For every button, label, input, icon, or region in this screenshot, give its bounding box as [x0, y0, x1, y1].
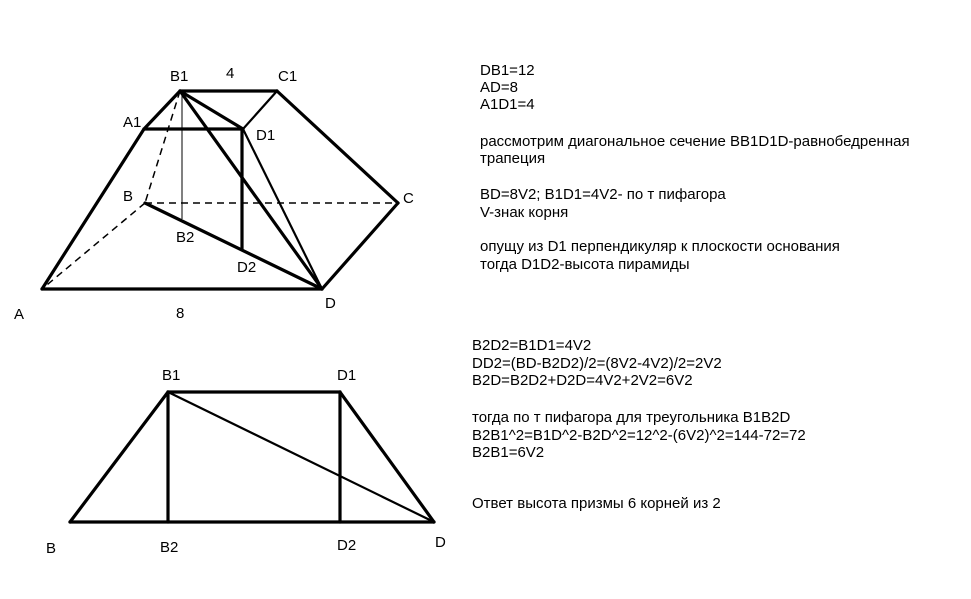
- text-line: V-знак корня: [480, 204, 568, 221]
- label-B2: B2: [160, 539, 178, 556]
- text-line: B2D=B2D2+D2D=4V2+2V2=6V2: [472, 372, 693, 389]
- label-bottom-edge: 8: [176, 305, 184, 322]
- text-line: опущу из D1 перпендикуляр к плоскости ос…: [480, 238, 840, 255]
- edge-D1-D: [338, 390, 436, 524]
- label-D2: D2: [237, 259, 256, 276]
- text-line: B2D2=B1D1=4V2: [472, 337, 591, 354]
- text-line: тогда D1D2-высота пирамиды: [480, 256, 690, 273]
- edge-B-A: [41, 202, 146, 290]
- text-line: DD2=(BD-B2D2)/2=(8V2-4V2)/2=2V2: [472, 355, 722, 372]
- label-B: B: [123, 188, 133, 205]
- label-C: C: [403, 190, 414, 207]
- diagonal-B1-D: [166, 390, 436, 524]
- solution-part2: B2D2=B1D1=4V2 DD2=(BD-B2D2)/2=(8V2-4V2)/…: [472, 337, 806, 512]
- diagonal-B-D: [143, 201, 324, 291]
- label-B1: B1: [162, 367, 180, 384]
- text-line: трапеция: [480, 150, 545, 167]
- label-A1: A1: [123, 114, 141, 131]
- text-line: B2B1=6V2: [472, 444, 544, 461]
- label-D: D: [435, 534, 446, 551]
- trapezoid-diagram: B1 D1 B B2 D2 D: [46, 367, 446, 557]
- text-line: AD=8: [480, 79, 518, 96]
- diagonal-B1-D1: [178, 89, 245, 131]
- edge-A1-B1: [142, 89, 182, 131]
- frustum-diagram: B1 4 C1 A1 D1 B C B2 D2 A 8 D: [14, 65, 414, 323]
- text-line: BD=8V2; B1D1=4V2- по т пифагора: [480, 186, 726, 203]
- edge-C1-D1: [241, 89, 279, 131]
- text-line: DB1=12: [480, 62, 535, 79]
- solution-part1: DB1=12 AD=8 A1D1=4 рассмотрим диагональн…: [480, 62, 910, 273]
- text-line: тогда по т пифагора для треугольника B1B…: [472, 409, 790, 426]
- edge-B1-B: [144, 90, 181, 204]
- label-D1: D1: [256, 127, 275, 144]
- text-line: A1D1=4: [480, 96, 535, 113]
- label-D2: D2: [337, 537, 356, 554]
- label-D1: D1: [337, 367, 356, 384]
- edge-B-B1: [68, 390, 170, 524]
- edge-C1-C: [275, 89, 400, 205]
- edge-D1-D: [241, 127, 324, 291]
- text-line: рассмотрим диагональное сечение BB1D1D-р…: [480, 133, 910, 150]
- label-D: D: [325, 295, 336, 312]
- label-B1: B1: [170, 68, 188, 85]
- label-B: B: [46, 540, 56, 557]
- label-C1: C1: [278, 68, 297, 85]
- text-line: B2B1^2=B1D^2-B2D^2=12^2-(6V2)^2=144-72=7…: [472, 427, 806, 444]
- segment-B1-D: [178, 89, 324, 291]
- edge-C-D: [320, 201, 400, 291]
- label-top-edge: 4: [226, 65, 234, 82]
- label-A: A: [14, 306, 24, 323]
- edge-A-A1: [40, 127, 146, 291]
- label-B2: B2: [176, 229, 194, 246]
- answer-text: Ответ высота призмы 6 корней из 2: [472, 495, 721, 512]
